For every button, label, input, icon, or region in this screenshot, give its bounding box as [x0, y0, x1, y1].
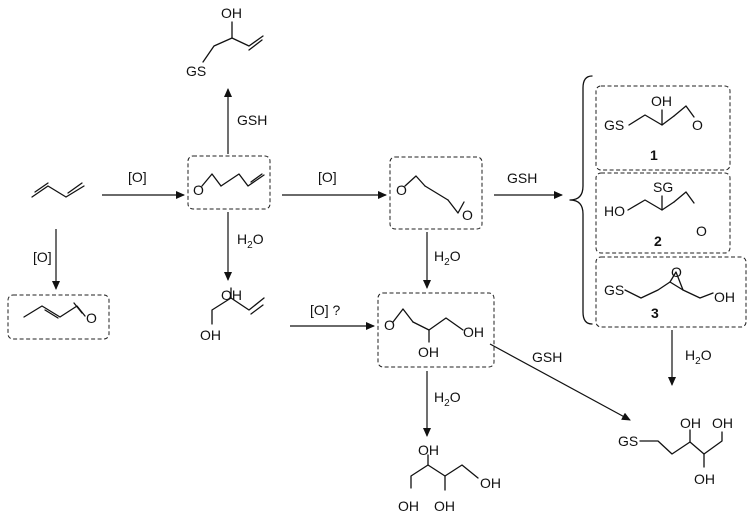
reagent-oxidation-label: [O] [128, 169, 147, 185]
reagent-oxidation-question-label: [O] ? [310, 302, 341, 318]
epoxide-oxygen: O [193, 182, 204, 198]
hydroxyl-label: OH [680, 415, 701, 431]
reagent-water-label: H2O [434, 248, 461, 268]
reagent-water-label: H2O [237, 231, 264, 251]
epoxide-oxygen: O [384, 317, 395, 333]
compound-3-structure: GS O OH 3 [604, 264, 735, 321]
epoxybutene-structure: O [193, 173, 265, 198]
epoxybutanediol-box [377, 292, 495, 368]
hydroxyl-left-label: HO [604, 203, 625, 219]
compound-number-3: 3 [651, 305, 659, 321]
hydroxyl-label: OH [418, 344, 439, 360]
compound-number-2: 2 [654, 233, 662, 249]
epoxide-oxygen: O [692, 117, 703, 133]
reagent-glutathione-label: GSH [532, 349, 562, 365]
hydroxyl-label: OH [712, 415, 733, 431]
epoxide-oxygen: O [396, 182, 407, 198]
epoxide-oxygen: O [696, 223, 707, 239]
gs-label: GS [604, 282, 624, 298]
hydroxyl-label: OH [480, 475, 501, 491]
reagent-water-label: H2O [434, 389, 461, 409]
reagent-water-label: H2O [685, 347, 712, 367]
reagent-glutathione-label: GSH [507, 170, 537, 186]
butenediol-structure: OH OH [200, 287, 265, 343]
hydroxyl-label: OH [434, 498, 455, 514]
diepoxybutane-structure: O O [396, 175, 473, 223]
gs-label: GS [186, 63, 206, 79]
hydroxyl-label: OH [694, 471, 715, 487]
hydroxyl-label: OH [418, 442, 439, 458]
gs-label: GS [618, 433, 638, 449]
hydroxyl-label: OH [221, 5, 242, 21]
compound-3-box [595, 256, 747, 328]
reagent-oxidation-label: [O] [318, 169, 337, 185]
grouping-brace [569, 75, 593, 325]
compound-number-1: 1 [650, 147, 658, 163]
gs-label: GS [604, 117, 624, 133]
sg-label: SG [653, 179, 673, 195]
compound-2-box [595, 172, 731, 254]
aldehyde-oxygen: O [86, 310, 97, 326]
epoxybutene-box [187, 155, 271, 210]
hydroxyl-label: OH [463, 324, 484, 340]
diepoxybutane-box [389, 156, 483, 230]
compound-2-structure: SG HO O 2 [604, 179, 707, 249]
hydroxyl-label: OH [651, 93, 672, 109]
compound-1-structure: GS OH O 1 [604, 93, 703, 163]
epoxybutanediol-structure: O OH OH [384, 308, 484, 360]
erythritol-structure: OH OH OH OH [398, 442, 501, 514]
hydroxyl-label: OH [200, 327, 221, 343]
hydroxyl-label: OH [714, 289, 735, 305]
hydroxyl-label: OH [398, 498, 419, 514]
glutathione-arrow [489, 343, 631, 421]
reagent-oxidation-label: [O] [33, 249, 52, 265]
hydroxyl-label: OH [221, 287, 242, 303]
butadiene-structure [31, 182, 85, 198]
glutathione-butanetriol-conjugate: GS OH OH OH [618, 415, 733, 487]
epoxide-oxygen: O [462, 207, 473, 223]
crotonaldehyde-structure: O [23, 302, 97, 326]
reagent-glutathione-label: GSH [237, 112, 267, 128]
glutathione-hydroxybutene-conjugate: OH GS [186, 5, 264, 79]
compound-1-box [595, 85, 731, 171]
crotonaldehyde-box [7, 294, 110, 340]
epoxide-oxygen: O [671, 264, 682, 280]
